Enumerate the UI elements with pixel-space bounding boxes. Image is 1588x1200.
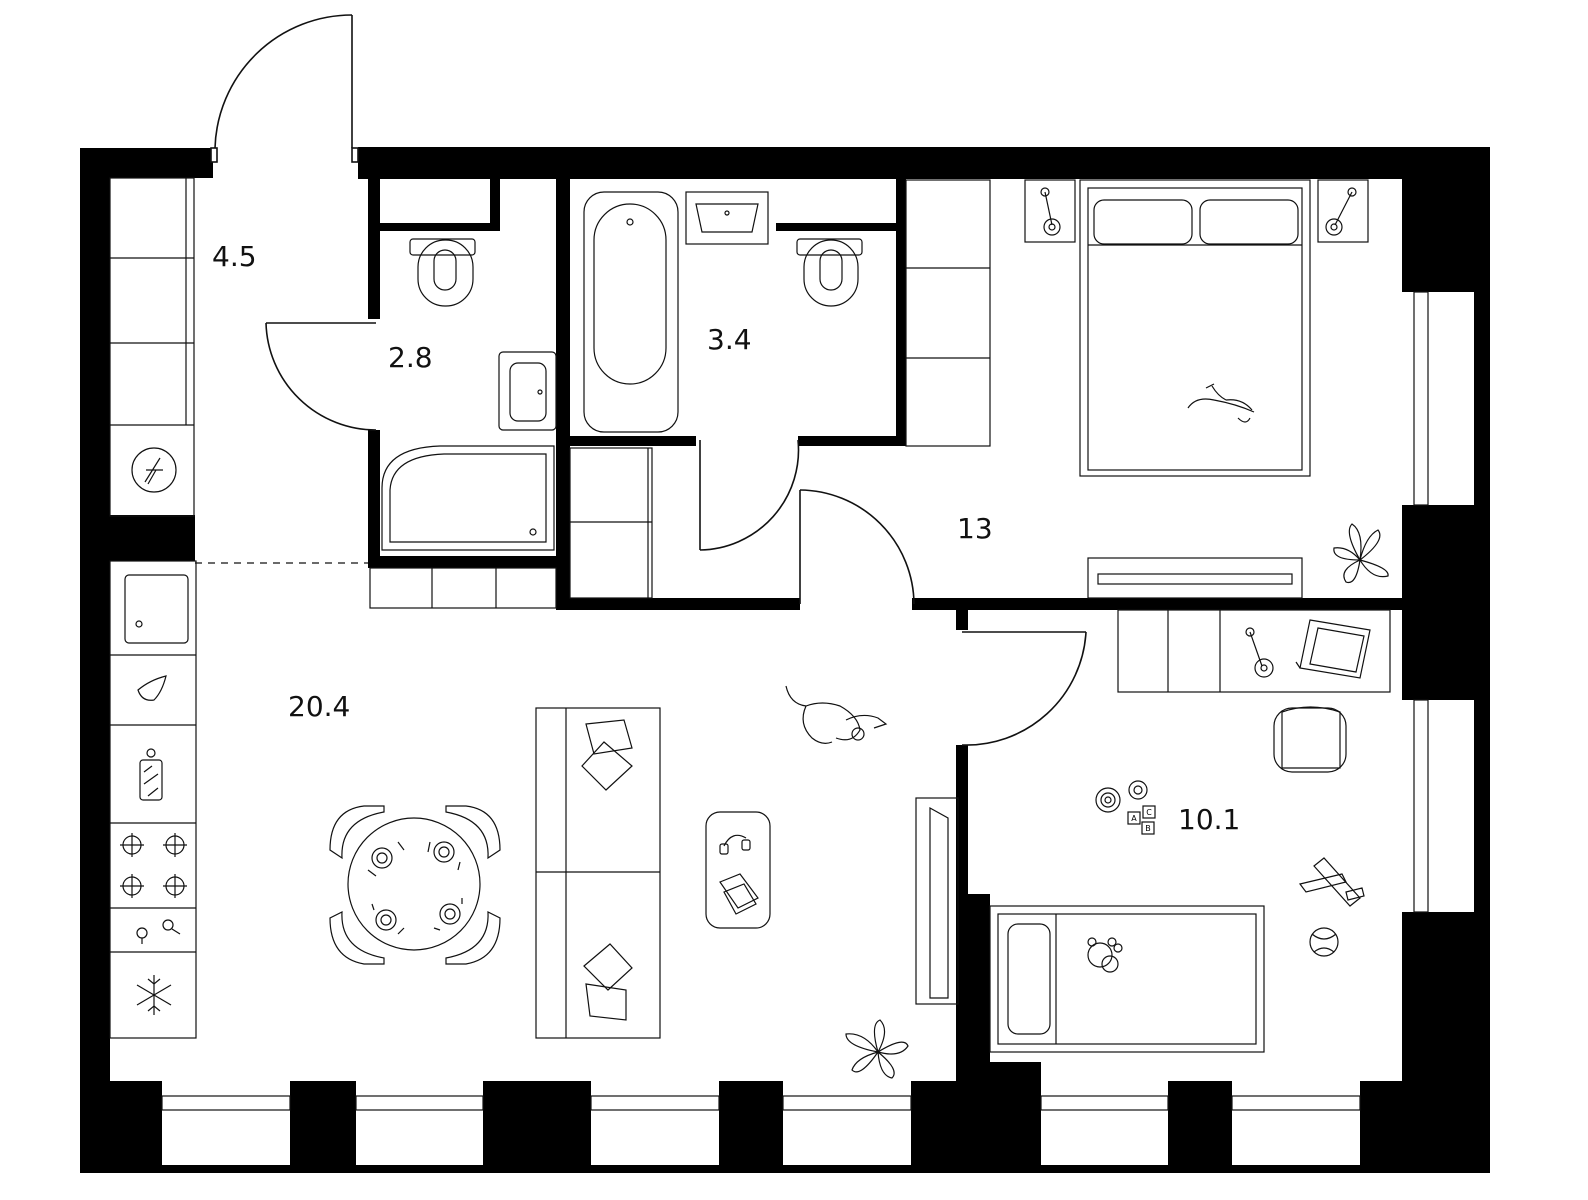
room-area-bedroom: 13: [957, 512, 993, 545]
wc-sink: [498, 351, 557, 431]
snowflake-icon: [136, 975, 172, 1015]
hall-wardrobe: [109, 177, 195, 517]
toy-block-c: C: [1146, 808, 1152, 817]
hall-shelf: [369, 567, 557, 609]
ball-icon: [1309, 927, 1339, 957]
bath-sink: [685, 191, 769, 245]
bath-toilet: [796, 238, 863, 307]
windows: [161, 291, 1429, 1111]
corridor-wardrobe: [569, 447, 653, 599]
kitchen-counter: [109, 560, 197, 1039]
sofa: [535, 707, 661, 1039]
sink-icon: [124, 574, 189, 644]
double-bed: [1079, 179, 1311, 477]
dining-table: [329, 805, 501, 965]
walls: [80, 147, 1490, 1173]
water-drop-icon: [137, 675, 167, 701]
bathtub: [583, 191, 679, 433]
ladle-icon: [136, 919, 181, 944]
electric-panel-icon: [131, 447, 177, 493]
desk-lamp-icon: [1245, 627, 1274, 678]
single-bed: [989, 905, 1265, 1053]
dog-icon: [785, 685, 888, 744]
desk: [1117, 609, 1391, 693]
plant-icon-living: [845, 1019, 909, 1079]
room-area-bathroom: 3.4: [707, 323, 752, 356]
doors: [210, 14, 1087, 746]
lamp-icon: [1024, 179, 1369, 243]
headphones-icon: [719, 834, 751, 855]
cat-icon: [1187, 383, 1255, 423]
wardrobe-kids: [915, 797, 959, 1005]
wc-toilet: [409, 238, 476, 307]
desk-chair: [1273, 706, 1347, 773]
room-labels: 4.5 2.8 3.4 13 20.4 10.1: [212, 240, 1240, 836]
toys: [1095, 780, 1156, 835]
shower-tray: [381, 445, 555, 551]
teddy-bear-icon: [1087, 937, 1123, 973]
tv-console: [1087, 557, 1303, 599]
cutting-board-icon: [139, 748, 163, 801]
bedroom-wardrobe: [905, 179, 991, 447]
laptop-icon: [1295, 619, 1371, 679]
room-area-kids: 10.1: [1178, 803, 1240, 836]
plant-icon: [1333, 523, 1389, 584]
stove-icon: [120, 833, 187, 898]
toy-block-b: B: [1145, 824, 1151, 833]
toy-block-a: A: [1131, 814, 1137, 823]
coffee-table: [705, 811, 771, 929]
room-area-wc: 2.8: [388, 341, 433, 374]
toy-plane-icon: [1298, 857, 1365, 907]
room-area-hall: 4.5: [212, 240, 257, 273]
book-icon: [719, 873, 759, 915]
room-area-living: 20.4: [288, 690, 350, 723]
